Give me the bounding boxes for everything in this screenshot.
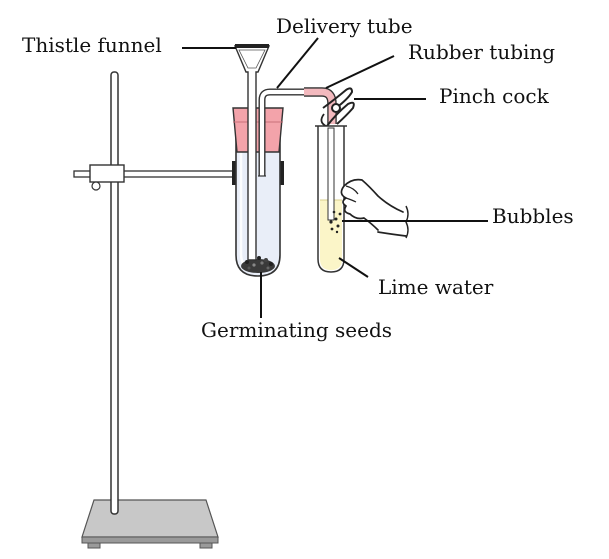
stopper (232, 107, 284, 153)
germinating-seeds (241, 256, 275, 273)
leader-delivery-tube (276, 37, 319, 89)
boiling-tube (235, 121, 281, 277)
delivery-tube (258, 88, 306, 177)
label-pinch-cock: Pinch cock (439, 84, 549, 108)
clamp (73, 161, 284, 191)
label-bubbles: Bubbles (492, 204, 574, 228)
thistle-funnel (233, 44, 271, 261)
inner-delivery-tube (327, 127, 335, 221)
label-rubber-tubing: Rubber tubing (408, 40, 556, 64)
leader-lime-water (338, 257, 369, 278)
label-germinating-seeds: Germinating seeds (201, 318, 393, 342)
rubber-tubing (304, 87, 337, 124)
label-delivery-tube: Delivery tube (276, 14, 413, 38)
stand-base (81, 499, 219, 549)
leader-rubber-tubing (325, 55, 395, 89)
label-lime-water: Lime water (378, 275, 494, 299)
bubbles (329, 210, 342, 234)
leader-lines (182, 37, 488, 318)
hand-icon (340, 178, 409, 239)
label-thistle-funnel: Thistle funnel (22, 33, 162, 57)
stand-rod (110, 71, 119, 515)
